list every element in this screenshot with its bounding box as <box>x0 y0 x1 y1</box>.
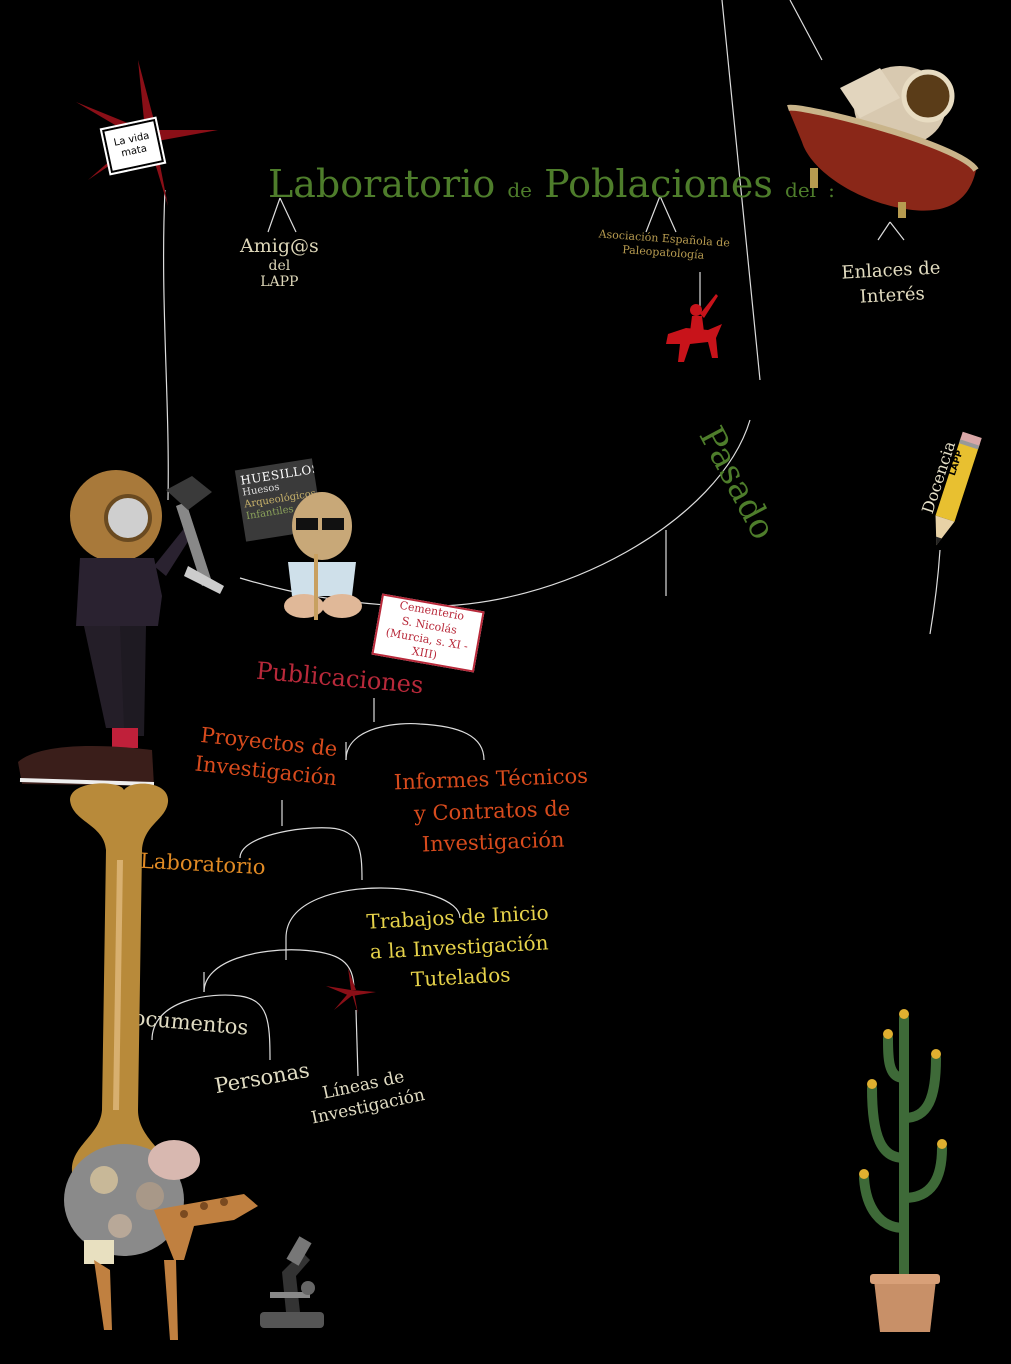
amigos-line3: LAPP <box>260 273 299 290</box>
bone-icon <box>70 783 169 1195</box>
amigos-line1: Amig@s <box>240 235 319 257</box>
title-colon: : <box>828 178 835 202</box>
astronaut-bathtub-icon[interactable] <box>780 48 986 218</box>
amigos-link[interactable]: Amig@s del LAPP <box>240 235 319 290</box>
informes-link[interactable]: Informes Técnicos y Contratos de Investi… <box>393 761 590 862</box>
page-title[interactable]: Laboratorio de Poblaciones del : <box>268 162 835 206</box>
trabajos-link[interactable]: Trabajos de Inicio a la Investigación Tu… <box>366 897 553 996</box>
skull-child-icon[interactable] <box>270 484 366 624</box>
title-word-de: de <box>507 178 532 202</box>
title-word-poblaciones: Poblaciones <box>544 162 773 206</box>
diver-figure-icon[interactable] <box>16 466 248 796</box>
title-word-laboratorio: Laboratorio <box>268 162 496 206</box>
small-starfish-icon[interactable] <box>324 966 378 1016</box>
enlaces-link[interactable]: Enlaces de Interés <box>841 255 943 310</box>
microscope-icon[interactable] <box>256 1232 330 1332</box>
giraffe-collage-icon[interactable] <box>54 1130 284 1344</box>
pencil-icon[interactable] <box>926 428 982 554</box>
amigos-line2: del <box>268 257 291 274</box>
cactus-icon <box>859 1009 947 1332</box>
rider-icon[interactable] <box>656 288 732 370</box>
enlaces-line2: Interés <box>859 283 926 308</box>
